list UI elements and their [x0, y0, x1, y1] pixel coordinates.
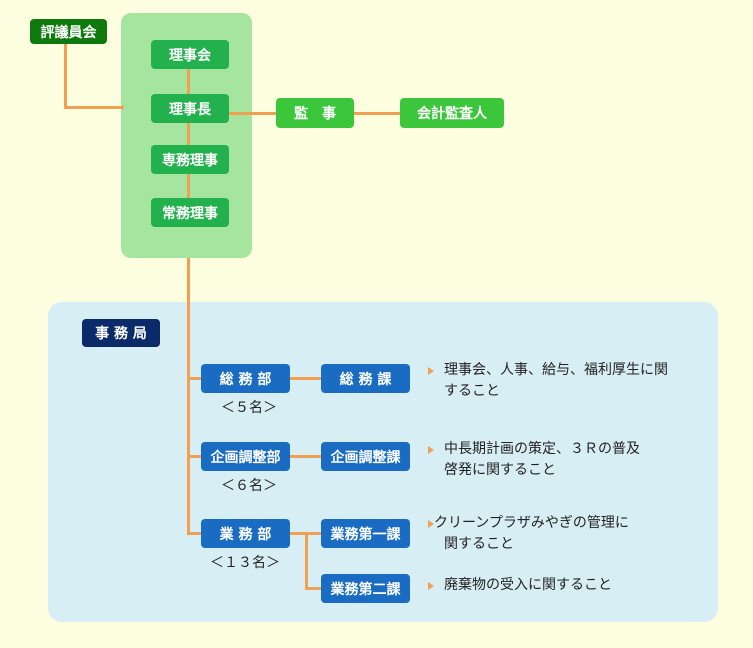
secretariat-box: 事 務 局	[82, 319, 160, 347]
duties-planning: 中長期計画の策定、３Ｒの普及 啓発に関すること	[444, 439, 640, 481]
connector-council-vertical	[64, 40, 67, 108]
dept-operations-staff: ＜１３名＞	[210, 555, 280, 571]
bullet-arrow-icon	[428, 520, 434, 528]
board-meeting-box: 理事会	[151, 40, 229, 69]
section-general-affairs-box: 総 務 課	[321, 364, 410, 393]
connector-dept2-section	[290, 455, 322, 458]
connector-to-auditor	[228, 112, 278, 115]
duties-general-affairs: 理事会、人事、給与、福利厚生に関 すること	[444, 360, 668, 402]
auditor-box: 監 事	[276, 98, 354, 128]
dept-planning-staff: ＜６名＞	[221, 478, 277, 494]
bullet-arrow-icon	[428, 367, 434, 375]
connector-council-horizontal	[64, 106, 124, 109]
managing-director-box: 常務理事	[151, 198, 229, 227]
duties-line: すること	[444, 383, 500, 399]
accounting-auditor-box: 会計監査人	[400, 98, 504, 128]
dept-general-affairs-staff: ＜５名＞	[221, 400, 277, 416]
connector-dept3-section2	[305, 587, 322, 590]
connector-to-dept-2	[187, 455, 202, 458]
connector-dept1-section	[290, 377, 322, 380]
dept-general-affairs-box: 総 務 部	[201, 364, 290, 393]
connector-to-accounting-auditor	[353, 112, 401, 115]
connector-to-dept-3	[187, 532, 202, 535]
duties-line: 廃棄物の受入に関すること	[444, 577, 612, 593]
duties-operations-1: クリーンプラザみやぎの管理に 関すること	[434, 513, 629, 555]
connector-secretariat-spine	[187, 258, 190, 534]
section-operations-1-box: 業務第一課	[321, 519, 410, 548]
section-operations-2-box: 業務第二課	[321, 574, 410, 603]
connector-to-dept-1	[187, 377, 202, 380]
duties-line: 理事会、人事、給与、福利厚生に関	[444, 362, 668, 378]
chairman-box: 理事長	[151, 94, 229, 123]
duties-line: 関すること	[444, 536, 514, 552]
dept-planning-box: 企画調整部	[201, 442, 290, 471]
section-planning-box: 企画調整課	[321, 442, 410, 471]
duties-line: 中長期計画の策定、３Ｒの普及	[444, 441, 640, 457]
connector-board-spine	[187, 67, 190, 199]
connector-dept3-branch	[305, 532, 308, 589]
council-box: 評議員会	[30, 19, 107, 44]
dept-operations-box: 業 務 部	[201, 519, 290, 548]
bullet-arrow-icon	[428, 446, 434, 454]
duties-line: 啓発に関すること	[444, 462, 556, 478]
duties-operations-2: 廃棄物の受入に関すること	[444, 575, 612, 596]
duties-line: クリーンプラザみやぎの管理に	[434, 515, 629, 531]
bullet-arrow-icon	[428, 582, 434, 590]
exec-director-box: 専務理事	[151, 145, 229, 174]
